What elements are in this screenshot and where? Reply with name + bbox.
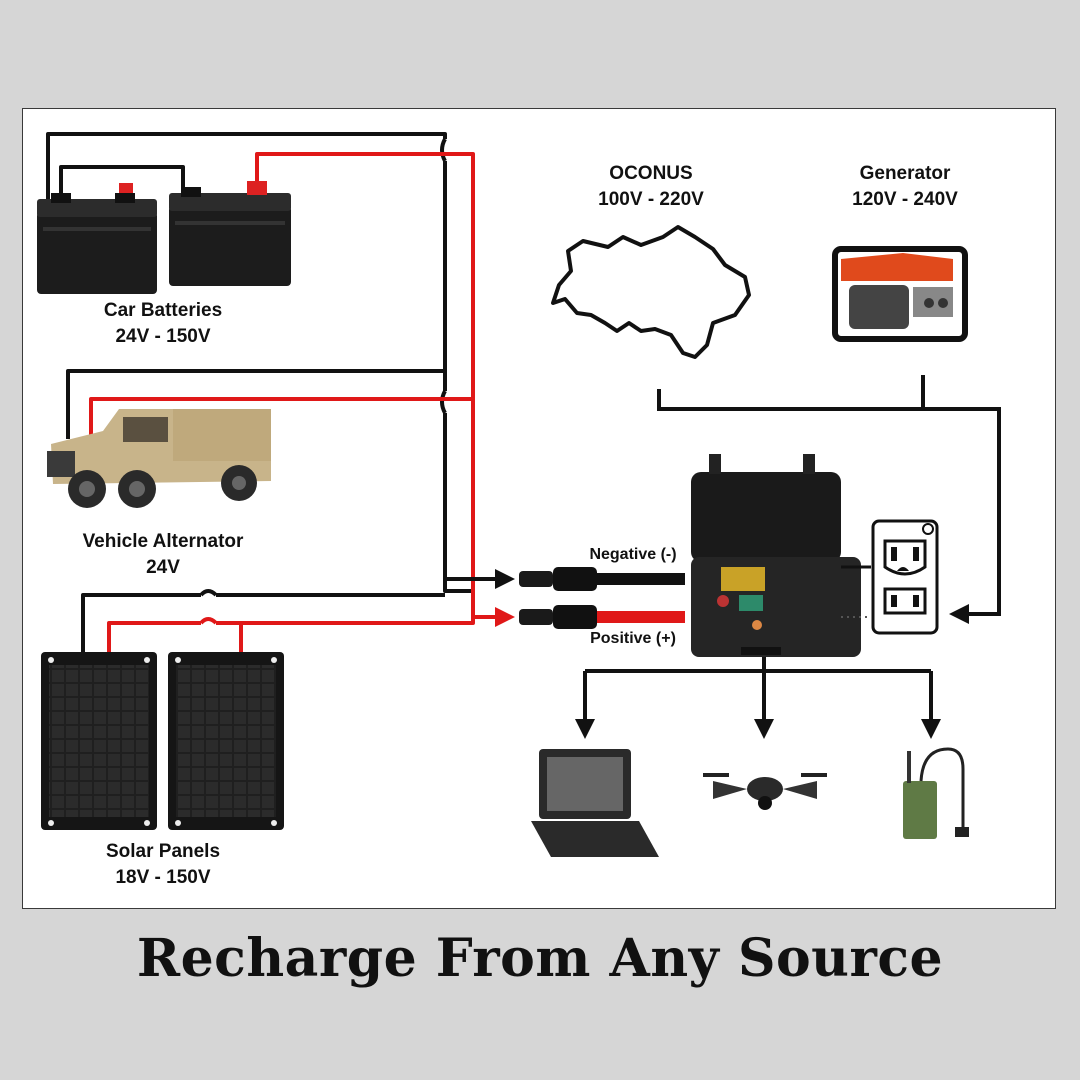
- battery-icon: [37, 193, 157, 294]
- output-wiring: [575, 657, 941, 739]
- solar-panels-voltage: 18V - 150V: [115, 867, 210, 888]
- car-batteries: Car Batteries 24V - 150V: [37, 181, 291, 347]
- car-batteries-label: Car Batteries: [104, 300, 222, 321]
- vehicle-alternator-voltage: 24V: [146, 557, 180, 578]
- solar-panels-label: Solar Panels: [106, 841, 220, 862]
- laptop-icon: [531, 749, 659, 857]
- vehicle-alternator-label: Vehicle Alternator: [83, 531, 244, 552]
- radio-icon: [903, 747, 969, 839]
- country-map-outline: [551, 225, 751, 359]
- car-batteries-voltage: 24V - 150V: [115, 326, 210, 347]
- mc4-connector-negative: [519, 567, 685, 591]
- generator-icon: [832, 246, 968, 342]
- oconus-voltage: 100V - 220V: [598, 189, 704, 210]
- generator-label: Generator: [860, 163, 951, 184]
- footer-title: Recharge From Any Source: [136, 928, 944, 989]
- battery-icon: [169, 181, 291, 286]
- solar-panel-icon: [41, 652, 157, 830]
- wiring-negative: [46, 132, 473, 661]
- oconus-label: OCONUS: [609, 163, 692, 184]
- generator-voltage: 120V - 240V: [852, 189, 958, 210]
- positive-label: Positive (+): [590, 630, 676, 647]
- power-station-icon: [691, 454, 861, 657]
- vehicle-icon: [47, 409, 271, 508]
- drone-icon: [703, 773, 827, 810]
- mc4-connector-positive: [519, 605, 685, 629]
- wire-hops: [199, 138, 447, 597]
- negative-label: Negative (-): [589, 546, 676, 563]
- wiring-positive: [89, 152, 515, 661]
- outlet-icon: [871, 519, 939, 635]
- diagram-panel: Car Batteries 24V - 150V Vehicle Alterna…: [22, 108, 1056, 909]
- power-diagram: Car Batteries 24V - 150V Vehicle Alterna…: [37, 132, 1001, 888]
- solar-panel-icon: [168, 652, 284, 830]
- ac-wiring: [657, 375, 1001, 624]
